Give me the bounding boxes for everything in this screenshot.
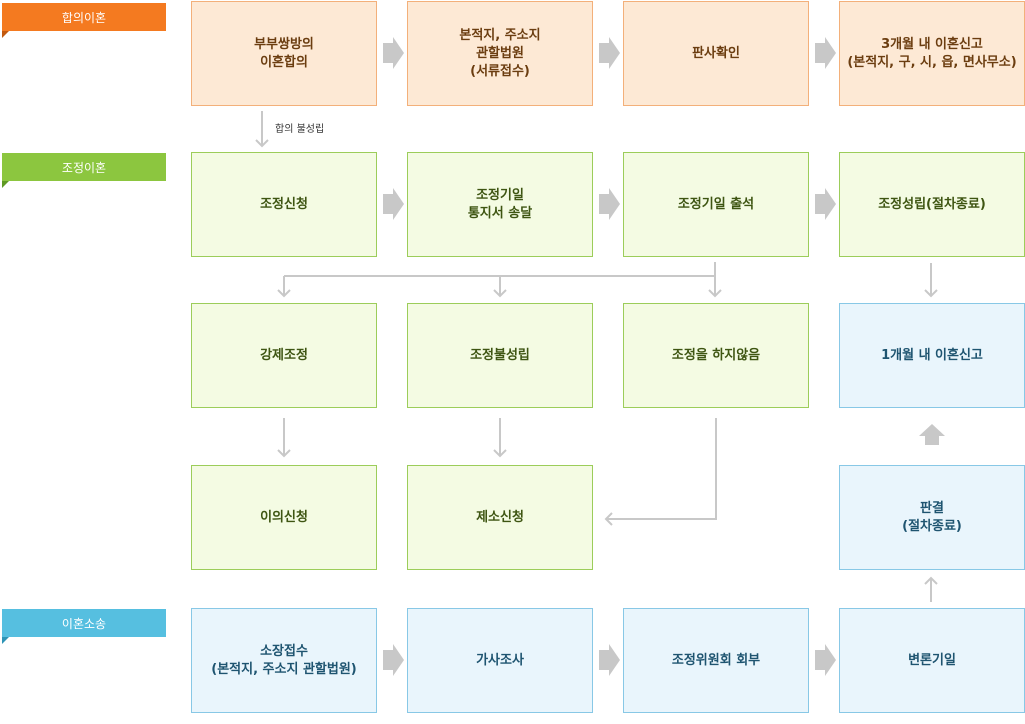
right-arrow-icon: [815, 188, 836, 220]
box-report-1-month: 1개월 내 이혼신고: [839, 303, 1025, 408]
right-arrow-icon: [599, 188, 620, 220]
tag-agreement-divorce: 합의이혼: [2, 3, 166, 38]
box-mediation-attendance: 조정기일 출석: [623, 152, 809, 257]
box-family-investigation: 가사조사: [407, 608, 593, 713]
right-arrow-icon: [815, 37, 836, 69]
right-arrow-icon: [383, 644, 404, 676]
box-judgment: 판결 (절차종료): [839, 465, 1025, 570]
box-forced-mediation: 강제조정: [191, 303, 377, 408]
box-mediation-notice: 조정기일 통지서 송달: [407, 152, 593, 257]
tag-mediation-divorce: 조정이혼: [2, 153, 166, 188]
box-mediation-request: 조정신청: [191, 152, 377, 257]
right-arrow-icon: [599, 37, 620, 69]
box-no-mediation: 조정을 하지않음: [623, 303, 809, 408]
right-arrow-icon: [383, 37, 404, 69]
box-report-3-months: 3개월 내 이혼신고 (본적지, 구, 시, 읍, 면사무소): [839, 1, 1025, 106]
box-hearing-date: 변론기일: [839, 608, 1025, 713]
up-arrow-icon: [919, 424, 945, 445]
box-mediation-committee: 조정위원회 회부: [623, 608, 809, 713]
box-lawsuit-filing: 제소신청: [407, 465, 593, 570]
box-mutual-agreement: 부부쌍방의 이혼합의: [191, 1, 377, 106]
box-mediation-failed: 조정불성립: [407, 303, 593, 408]
right-arrow-icon: [383, 188, 404, 220]
box-complaint-filing: 소장접수 (본적지, 주소지 관할법원): [191, 608, 377, 713]
box-court-filing: 본적지, 주소지 관할법원 (서류접수): [407, 1, 593, 106]
box-objection: 이의신청: [191, 465, 377, 570]
box-judge-confirmation: 판사확인: [623, 1, 809, 106]
agreement-fail-note: 합의 불성립: [275, 124, 325, 135]
right-arrow-icon: [599, 644, 620, 676]
tag-litigation-divorce: 이혼소송: [2, 609, 166, 644]
right-arrow-icon: [815, 644, 836, 676]
box-mediation-success: 조정성립(절차종료): [839, 152, 1025, 257]
